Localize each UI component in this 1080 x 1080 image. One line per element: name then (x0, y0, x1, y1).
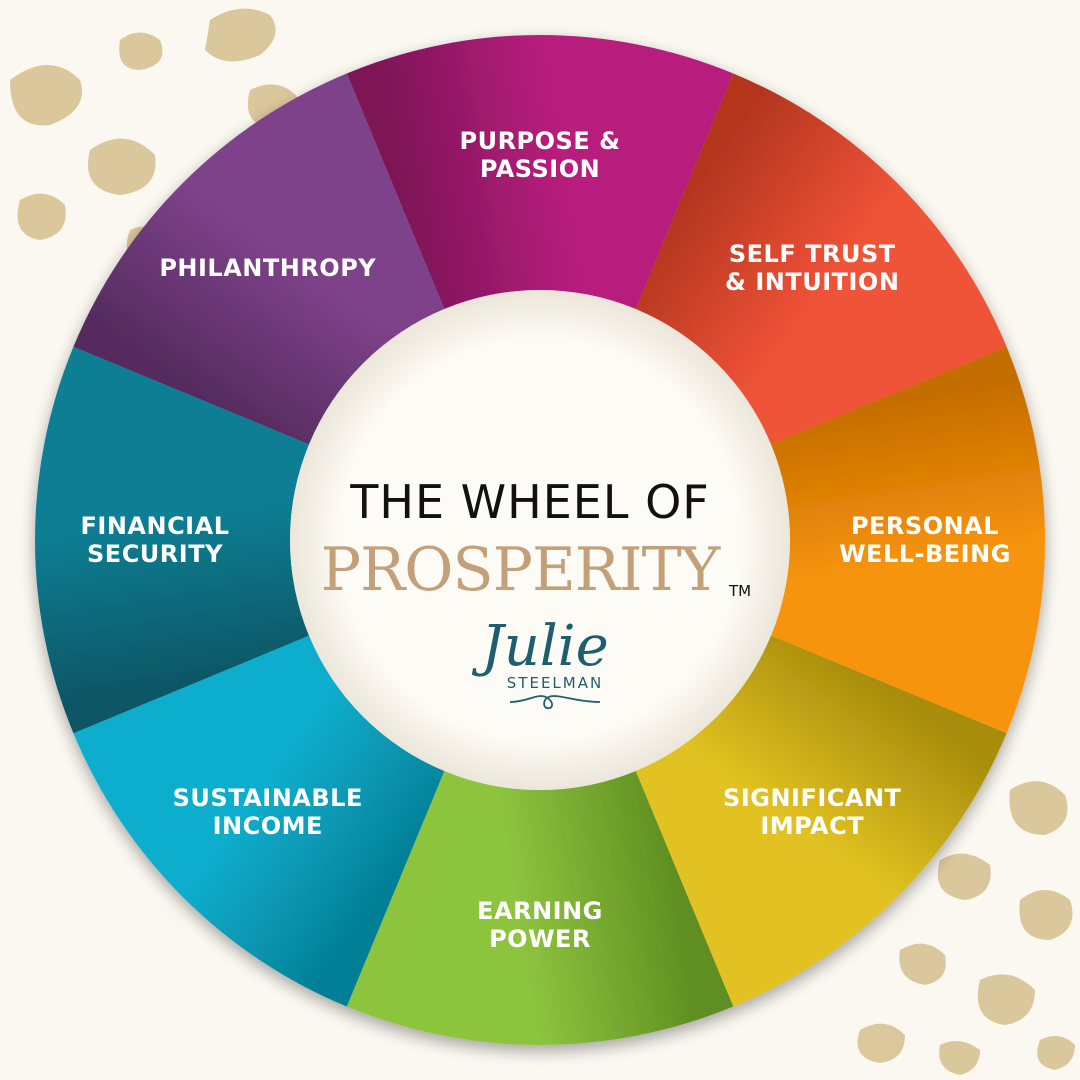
segment-label-0: PURPOSE &PASSION (459, 127, 620, 183)
segment-label-line: PURPOSE & (459, 127, 620, 155)
segment-label-line: SELF TRUST (729, 240, 896, 268)
segment-label-line: WELL-BEING (839, 540, 1011, 568)
brand-script-name: Julie (471, 614, 608, 679)
segment-label-line: EARNING (477, 897, 603, 925)
wheel-segment-4 (346, 770, 734, 1045)
wheel-segment-7 (73, 73, 445, 445)
segment-labels: PURPOSE &PASSION SELF TRUST& INTUITION PER… (81, 127, 1011, 953)
segment-label-line: PHILANTHROPY (159, 254, 376, 282)
segment-label-7: PHILANTHROPY (159, 254, 376, 282)
wheel-segment-5 (73, 635, 445, 1007)
segment-label-line: IMPACT (760, 812, 864, 840)
title-line-2: PROSPERITY (321, 535, 722, 605)
segment-label-line: INCOME (213, 812, 323, 840)
segment-label-line: SIGNIFICANT (723, 784, 902, 812)
segment-label-line: SUSTAINABLE (173, 784, 363, 812)
segment-label-line: FINANCIAL (81, 512, 230, 540)
wheel-segment-6 (35, 346, 310, 734)
trademark-symbol: TM (728, 582, 751, 600)
segment-label-line: PERSONAL (851, 512, 999, 540)
center-circle (290, 290, 790, 790)
segment-label-line: SECURITY (87, 540, 223, 568)
title-line-1: THE WHEEL OF (349, 475, 710, 529)
wheel-segment-2 (770, 346, 1045, 734)
wheel-segment-3 (635, 635, 1007, 1007)
segment-label-line: & INTUITION (725, 268, 899, 296)
segment-label-1: SELF TRUST& INTUITION (725, 240, 899, 296)
brand-subtitle: STEELMAN (507, 674, 603, 692)
segment-label-line: PASSION (480, 155, 600, 183)
wheel-segment-0 (346, 35, 734, 310)
segment-label-line: POWER (489, 925, 591, 953)
wheel-ring (35, 35, 1045, 1045)
brand-logo: Julie STEELMAN (471, 614, 609, 710)
flourish-icon (509, 695, 601, 710)
wheel-segment-1 (635, 73, 1007, 445)
